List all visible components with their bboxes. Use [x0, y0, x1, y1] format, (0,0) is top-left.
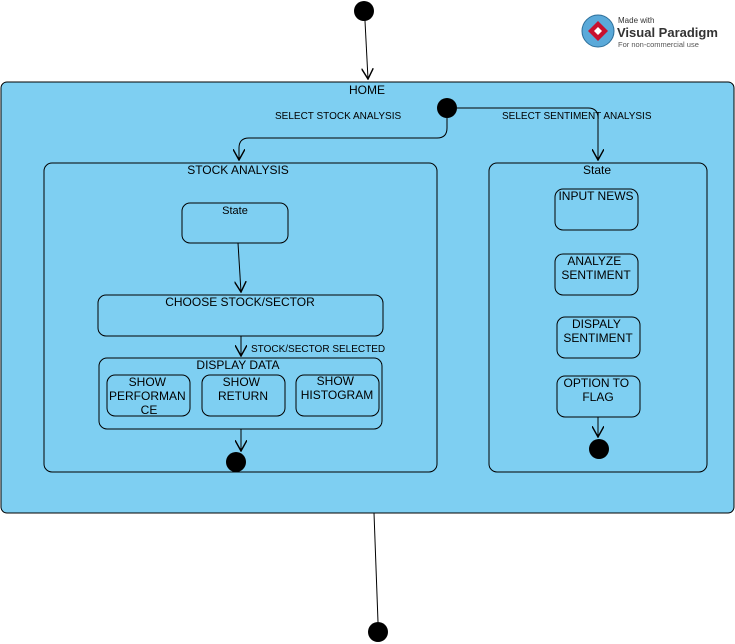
show-return-label: SHOW RETURN — [218, 375, 268, 403]
label-select-sentiment: SELECT SENTIMENT ANALYSIS — [502, 111, 652, 122]
label-stock-sector-selected: STOCK/SECTOR SELECTED — [251, 344, 385, 355]
initial-node-top[interactable] — [354, 1, 374, 21]
display-sentiment-state[interactable] — [556, 316, 641, 359]
stock-analysis-title: STOCK ANALYSIS — [187, 163, 289, 177]
display-data-title: DISPLAY DATA — [196, 358, 279, 372]
home-title: HOME — [349, 83, 385, 97]
display-sentiment-label: DISPALY SENTIMENT — [563, 317, 633, 345]
watermark-line2: Visual Paradigm — [617, 25, 718, 40]
stock-state-box[interactable] — [181, 202, 289, 244]
show-return-state[interactable] — [201, 374, 286, 417]
input-news-label: INPUT NEWS — [558, 189, 633, 203]
final-node-bottom[interactable] — [368, 622, 388, 642]
transition-select-sentiment[interactable] — [457, 107, 598, 160]
show-performance-label: SHOW PERFORMAN CE — [109, 375, 189, 417]
watermark-badge: Made with Visual Paradigm For non-commer… — [577, 6, 727, 56]
stock-state-label: State — [222, 205, 248, 217]
watermark-line1: Made with — [618, 16, 654, 25]
final-node-stock[interactable] — [226, 452, 246, 472]
transition-select-stock[interactable] — [239, 118, 448, 160]
initial-node-home[interactable] — [437, 98, 457, 118]
show-histogram-label: SHOW HISTOGRAM — [301, 374, 373, 402]
show-performance-state[interactable] — [106, 374, 191, 417]
watermark-line3: For non-commercial use — [618, 40, 699, 49]
analyze-sentiment-state[interactable] — [554, 253, 639, 296]
transition-home-to-final[interactable] — [373, 512, 379, 623]
sentiment-title: State — [583, 163, 611, 177]
transition-initial-to-home[interactable] — [365, 20, 368, 79]
input-news-state[interactable] — [554, 188, 639, 231]
analyze-sentiment-label: ANALYZE SENTIMENT — [561, 254, 631, 282]
label-select-stock: SELECT STOCK ANALYSIS — [275, 111, 401, 122]
show-histogram-state[interactable] — [295, 374, 380, 417]
choose-stock-sector-label: CHOOSE STOCK/SECTOR — [165, 295, 315, 309]
final-node-sentiment[interactable] — [589, 439, 609, 459]
option-to-flag-label: OPTION TO FLAG — [564, 376, 633, 404]
transition-state-to-choose[interactable] — [238, 242, 241, 292]
